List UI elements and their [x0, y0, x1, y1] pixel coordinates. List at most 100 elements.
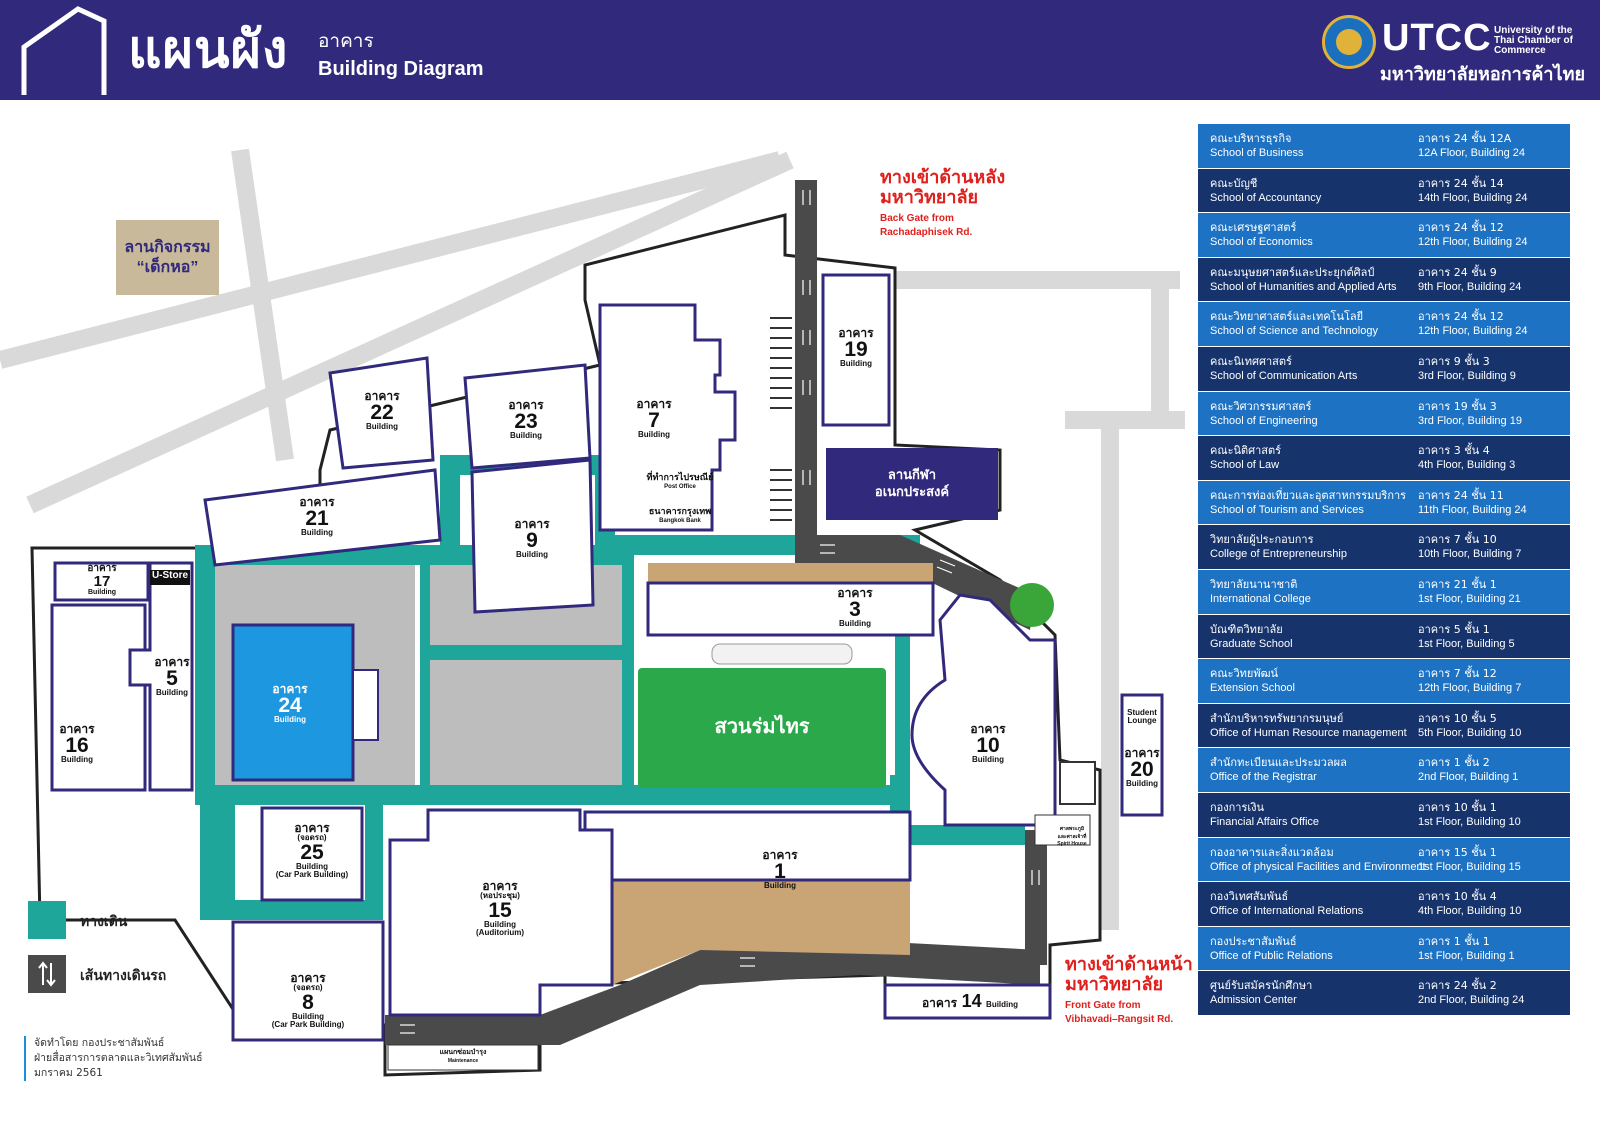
logo-name-en: University of the Thai Chamber of Commer…: [1494, 25, 1573, 56]
directory-unit-en: International College: [1210, 592, 1311, 605]
directory-unit-en: Office of physical Facilities and Enviro…: [1210, 860, 1426, 873]
building-24-stairs: [352, 669, 379, 741]
directory-unit-en: School of Accountancy: [1210, 191, 1322, 204]
building-16-shape: [50, 603, 147, 792]
directory-unit-th: กองประชาสัมพันธ์: [1210, 934, 1297, 948]
directory-unit-th: คณะเศรษฐศาสตร์: [1210, 221, 1297, 235]
directory-unit-en: Office of International Relations: [1210, 905, 1364, 918]
directory-row: วิทยาลัยนานาชาติInternational College อาค…: [1198, 569, 1570, 615]
directory-unit-th: กองการเงิน: [1210, 800, 1265, 814]
directory-unit-th: สำนักทะเบียนและประมวลผล: [1210, 756, 1347, 770]
building-21-shape: [203, 468, 442, 567]
directory-location-th: อาคาร 10 ชั้น 5: [1418, 711, 1497, 725]
car-routes: [385, 180, 1047, 1045]
walkway-legend-label: ทางเดิน: [80, 914, 128, 930]
university-seal-icon: [1322, 15, 1376, 69]
parking-stripes: [770, 317, 792, 521]
campus-map: [0, 148, 1185, 1077]
directory-location-en: 4th Floor, Building 10: [1418, 905, 1522, 918]
directory-unit-en: Extension School: [1210, 682, 1295, 695]
garden-area: [638, 668, 886, 788]
building-19-shape: [821, 273, 891, 427]
front-gate-label: ทางเข้าด้านหน้า มหาวิทยาลัย Front Gate f…: [1065, 954, 1193, 1026]
directory-location-en: 2nd Floor, Building 1: [1418, 771, 1519, 784]
page-title-en: Building Diagram: [318, 58, 484, 80]
directory-unit-en: School of Communication Arts: [1210, 369, 1358, 382]
directory-unit: คณะวิทยพัฒน์Extension School: [1210, 666, 1295, 696]
directory-unit-th: คณะนิเทศศาสตร์: [1210, 354, 1292, 368]
directory-location-th: อาคาร 15 ชั้น 1: [1418, 845, 1497, 859]
credit-text: จัดทำโดย กองประชาสัมพันธ์ ฝ่ายสื่อสารการ…: [24, 1036, 202, 1081]
walkway-legend-swatch: [28, 901, 66, 939]
directory-unit-en: Financial Affairs Office: [1210, 815, 1320, 828]
maintenance-box: [387, 1044, 539, 1071]
road-arrows: [400, 190, 1040, 1034]
directory-unit-th: บัณฑิตวิทยาลัย: [1210, 622, 1283, 636]
u-store-label: U-Store: [151, 570, 189, 581]
directory-unit: คณะเศรษฐศาสตร์School of Economics: [1210, 220, 1313, 250]
directory-location-en: 2nd Floor, Building 24: [1418, 994, 1525, 1007]
activity-area-label: ลานกิจกรรม “เด็กหอ”: [124, 239, 211, 276]
directory-location-en: 3rd Floor, Building 9: [1418, 369, 1516, 382]
directory-unit: คณะมนุษยศาสตร์และประยุกต์ศิลป์School of …: [1210, 265, 1397, 295]
directory-location-th: อาคาร 10 ชั้น 1: [1418, 800, 1497, 814]
car-path-legend-swatch: [28, 955, 66, 993]
directory-unit: คณะนิติศาสตร์School of Law: [1210, 443, 1281, 473]
directory-location-en: 1st Floor, Building 5: [1418, 637, 1515, 650]
back-gate-label: ทางเข้าด้านหลัง มหาวิทยาลัย Back Gate fr…: [880, 167, 1006, 239]
spirit-house-label: ศาลพระภูมิ และศาลเจ้าที่Spirit House: [1057, 826, 1087, 847]
directory-location-th: อาคาร 9 ชั้น 3: [1418, 354, 1490, 368]
directory-location-en: 10th Floor, Building 7: [1418, 548, 1522, 561]
building-17-shape: [53, 561, 150, 602]
header-bar: แผนผัง อาคาร Building Diagram UTCC Unive…: [0, 0, 1600, 100]
directory-unit-en: School of Law: [1210, 459, 1280, 472]
directory-location-th: อาคาร 24 ชั้น 9: [1418, 265, 1497, 279]
building-22-shape: [328, 356, 435, 470]
building-3-shape: [646, 581, 935, 637]
sand-area: [612, 880, 910, 985]
directory-unit-th: สำนักบริหารทรัพยากรมนุษย์: [1210, 711, 1344, 725]
directory-row: คณะมนุษยศาสตร์และประยุกต์ศิลป์School of …: [1198, 257, 1570, 303]
directory-unit: คณะวิทยาศาสตร์และเทคโนโลยีSchool of Scie…: [1210, 309, 1378, 339]
garden-roof: [711, 643, 853, 665]
directory-unit-th: คณะบัญชี: [1210, 176, 1258, 190]
directory-row: คณะวิทยพัฒน์Extension School อาคาร 7 ชั้น…: [1198, 659, 1570, 704]
directory-location-th: อาคาร 10 ชั้น 4: [1418, 890, 1497, 904]
directory-unit-th: วิทยาลัยนานาชาติ: [1210, 577, 1298, 591]
directory-location-en: 12th Floor, Building 24: [1418, 325, 1528, 338]
building-24-shape: [231, 623, 355, 782]
sports-field-label: ลานกีฬา อเนกประสงค์: [874, 467, 950, 499]
directory-location-en: 1st Floor, Building 10: [1418, 815, 1521, 828]
directory-unit-en: School of Science and Technology: [1210, 325, 1378, 338]
directory-location-en: 5th Floor, Building 10: [1418, 726, 1522, 739]
student-lounge-label: Student Lounge: [1127, 708, 1157, 725]
